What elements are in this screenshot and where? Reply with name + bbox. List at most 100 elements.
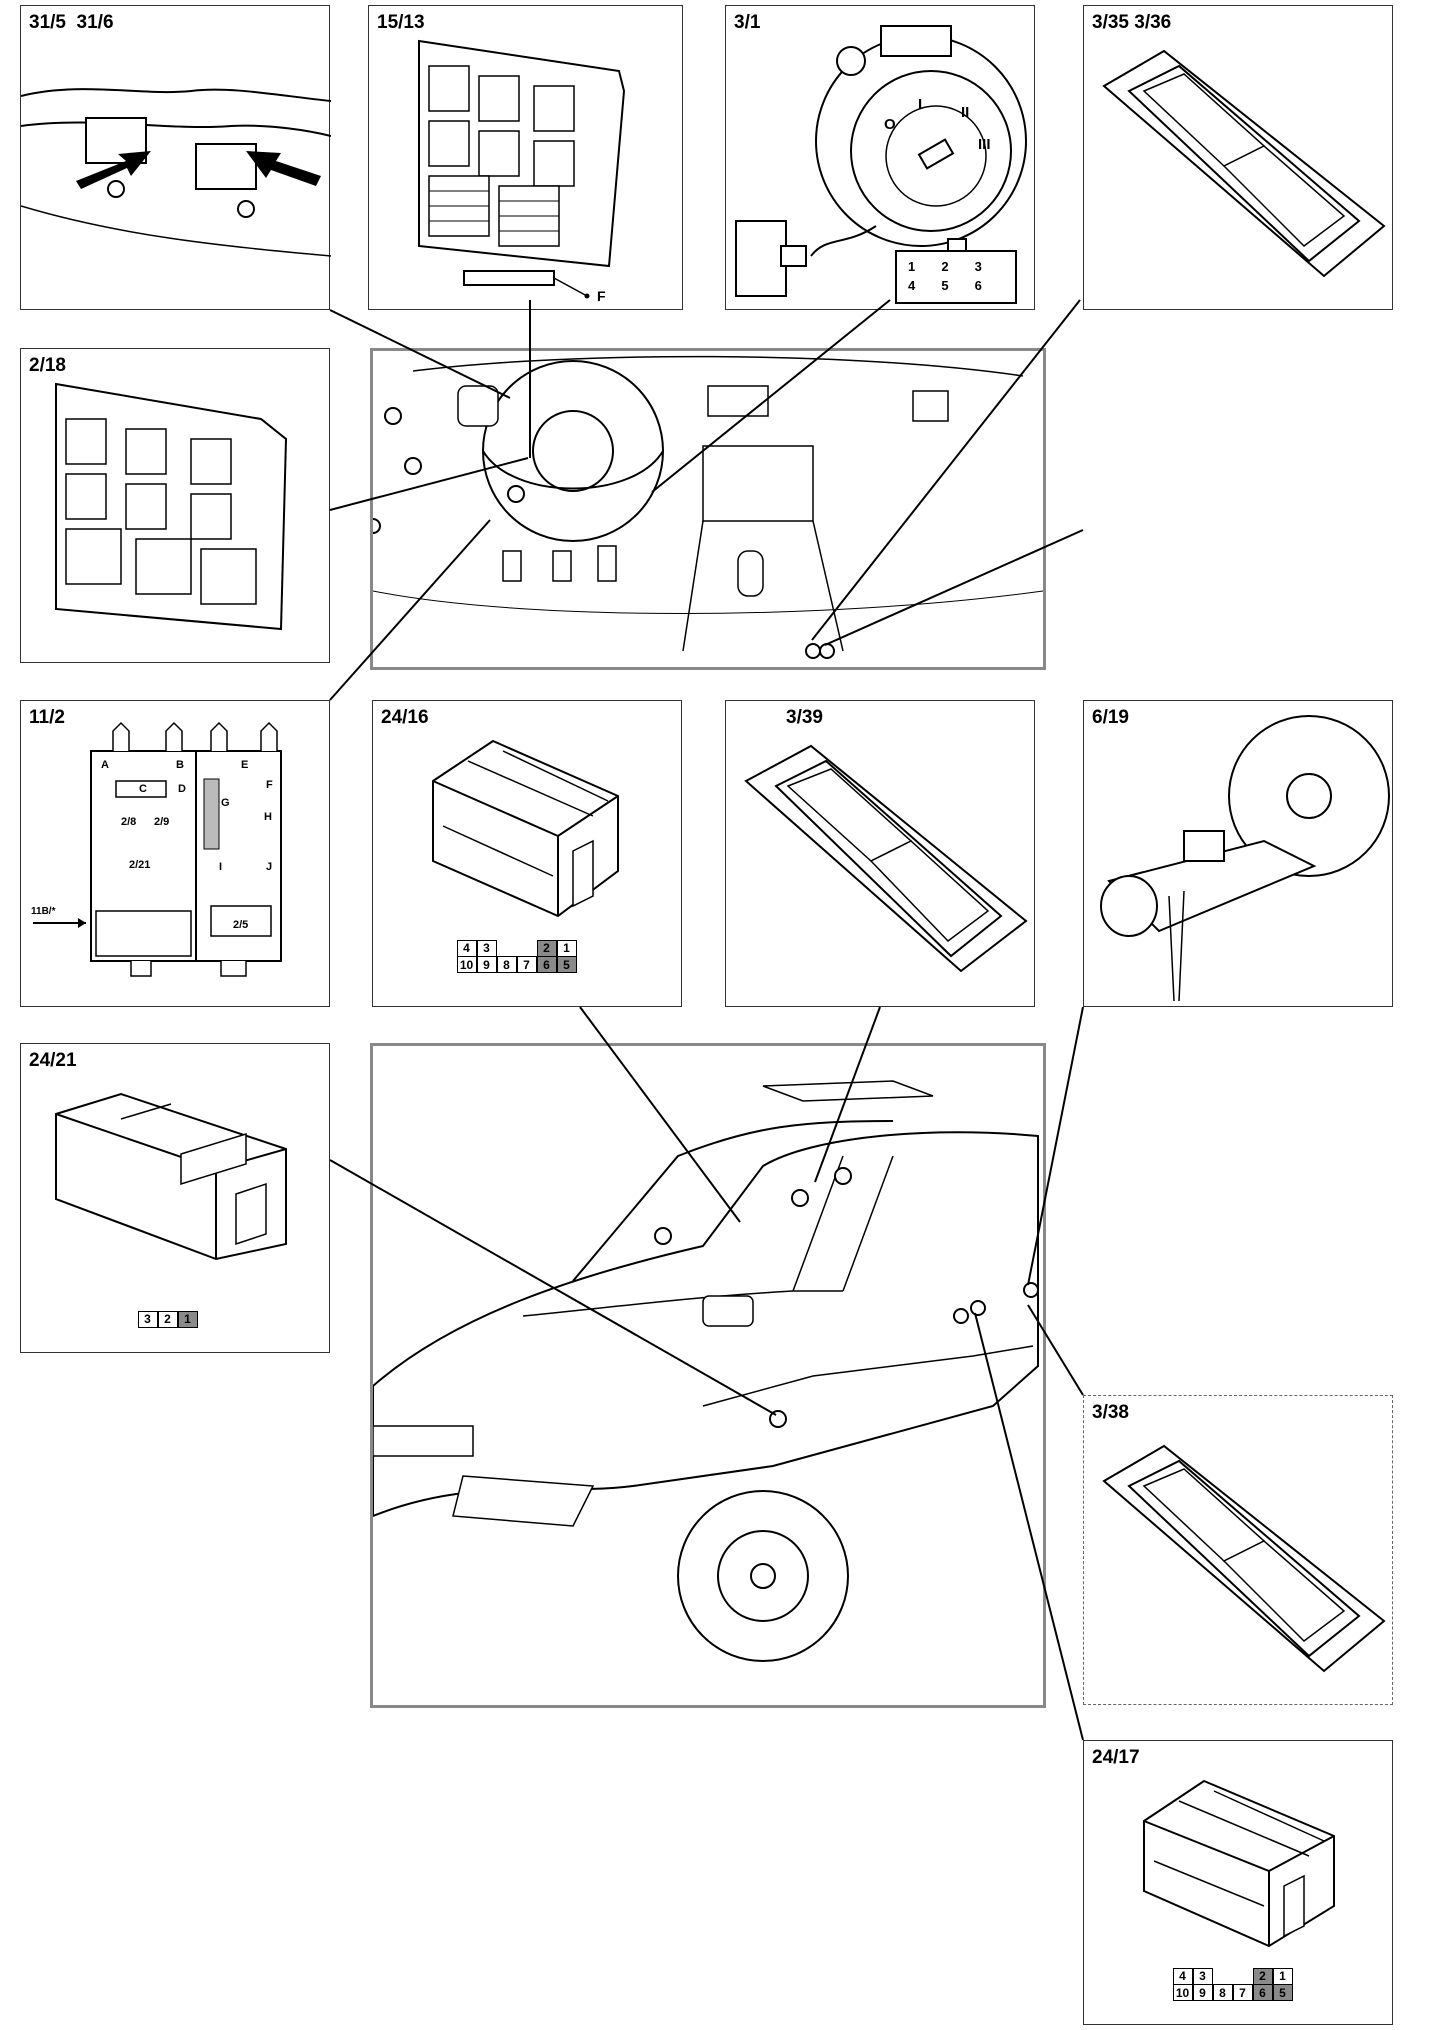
window-switch-illustration (744, 744, 1028, 973)
connector-illustration (432, 739, 619, 918)
letter-h: H (264, 811, 272, 823)
panel-label: 3/1 (734, 12, 761, 33)
pin: 2 (1252, 1967, 1273, 1985)
letter-a: A (101, 759, 109, 771)
panel-3-38: 3/38 (1083, 1395, 1393, 1705)
car-illustration (370, 1043, 1046, 1708)
pin-row-bottom: 10 9 8 7 6 5 (456, 956, 578, 973)
panel-3-39: 3/39 (725, 700, 1035, 1007)
pin-3: 3 (974, 259, 982, 274)
letter-d: D (178, 783, 186, 795)
pin: 7 (1232, 1984, 1253, 2001)
pin-blank (497, 940, 517, 957)
pin: 10 (456, 956, 477, 973)
panel-label: 24/16 (381, 707, 429, 728)
pin-blank (1233, 1968, 1253, 1985)
pin: 8 (496, 956, 517, 973)
panel-label: 2/18 (29, 355, 66, 376)
letter-f: F (266, 779, 273, 791)
pin: 8 (1212, 1984, 1233, 2001)
pin: 7 (516, 956, 537, 973)
letter-b: B (176, 759, 184, 771)
relay-box-illustration (418, 39, 626, 299)
letter-c: C (139, 783, 147, 795)
switch-mark-1: I (918, 96, 923, 113)
fuse-label-2-9: 2/9 (154, 816, 170, 828)
connector-illustration (55, 1092, 287, 1261)
pin-2: 2 (941, 259, 949, 274)
panel-label: 31/5 31/6 (29, 12, 114, 33)
fuse-label-2-8: 2/8 (121, 816, 137, 828)
pin-legend: 1 2 3 4 5 6 (908, 259, 1008, 293)
pin: 9 (476, 956, 497, 973)
panel-label: 3/38 (1092, 1402, 1129, 1423)
fuse-box-illustration (33, 721, 282, 977)
panel-11-2: 11/2 A B C D E F G H I J 2/8 2/9 2/21 2/… (20, 700, 330, 1007)
pin-blank (517, 940, 537, 957)
pin-row-bottom: 10 9 8 7 6 5 (1172, 1984, 1294, 2001)
dashboard-illustration (365, 348, 1046, 670)
pin-blank (1213, 1968, 1233, 1985)
switch-mark-0: O (884, 116, 896, 133)
panel-3-1: 3/1 O I II III 1 2 3 4 5 6 (725, 5, 1035, 310)
pin-row-top: 4 3 2 1 (456, 939, 578, 957)
pin-row-top: 4 3 2 1 (1172, 1967, 1294, 1985)
pin: 2 (157, 1310, 178, 1328)
pin-4: 4 (908, 278, 916, 293)
pin: 4 (456, 939, 477, 957)
letter-i: I (219, 861, 223, 873)
pin-layout: 4 3 2 1 10 9 8 7 6 5 (1172, 1967, 1294, 2001)
pin-6: 6 (974, 278, 982, 293)
panel-31-5-31-6: 31/5 31/6 (20, 5, 331, 310)
panel-label: 11/2 (29, 707, 65, 728)
connector-illustration (1143, 1779, 1335, 1948)
pin: 2 (536, 939, 557, 957)
pin: 4 (1172, 1967, 1193, 1985)
letter-j: J (266, 861, 273, 873)
window-switch-illustration (1102, 1444, 1386, 1673)
pin: 5 (1272, 1984, 1293, 2001)
pin: 5 (556, 956, 577, 973)
pin-1: 1 (908, 259, 916, 274)
callout-f: F (597, 288, 606, 304)
switch-mark-2: II (961, 104, 970, 121)
panel-label: 3/35 3/36 (1092, 12, 1172, 33)
pin: 6 (536, 956, 557, 973)
panel-6-19: 6/19 (1083, 700, 1393, 1007)
pin: 10 (1172, 1984, 1193, 2001)
fuse-label-2-5: 2/5 (233, 919, 249, 931)
connector-pair-illustration (21, 88, 331, 257)
switch-mark-3: III (978, 136, 991, 153)
ignition-switch-illustration (735, 25, 1027, 304)
panel-label: 24/17 (1092, 1747, 1140, 1768)
pin-layout: 4 3 2 1 10 9 8 7 6 5 (456, 939, 578, 973)
pin: 3 (476, 939, 497, 957)
panel-3-35-3-36: 3/35 3/36 (1083, 5, 1393, 310)
panel-label: 24/21 (29, 1050, 77, 1071)
panel-15-13: 15/13 F (368, 5, 683, 310)
panel-2-18: 2/18 (20, 348, 330, 663)
pin: 1 (177, 1310, 198, 1328)
panel-24-21: 24/21 3 2 1 (20, 1043, 330, 1353)
side-label-11b: 11B/* (31, 906, 56, 917)
pin-5: 5 (941, 278, 949, 293)
pin: 3 (137, 1310, 158, 1328)
window-motor-illustration (1100, 715, 1390, 1002)
pin: 6 (1252, 1984, 1273, 2001)
panel-label: 15/13 (377, 12, 425, 33)
pin: 3 (1192, 1967, 1213, 1985)
pin: 9 (1192, 1984, 1213, 2001)
letter-g: G (221, 797, 230, 809)
pin: 1 (1272, 1967, 1293, 1985)
fuse-label-2-21: 2/21 (129, 859, 151, 871)
panel-label: 3/39 (786, 707, 823, 728)
relay-box-illustration (55, 382, 288, 631)
dashboard-drawing (365, 355, 1044, 659)
panel-label: 6/19 (1092, 707, 1129, 728)
panel-24-17: 24/17 4 3 2 1 10 9 8 7 6 5 (1083, 1740, 1393, 2025)
pin: 1 (556, 939, 577, 957)
pin-row: 3 2 1 (137, 1310, 199, 1328)
panel-24-16: 24/16 4 3 2 1 10 9 8 7 6 5 (372, 700, 682, 1007)
letter-e: E (241, 759, 249, 771)
